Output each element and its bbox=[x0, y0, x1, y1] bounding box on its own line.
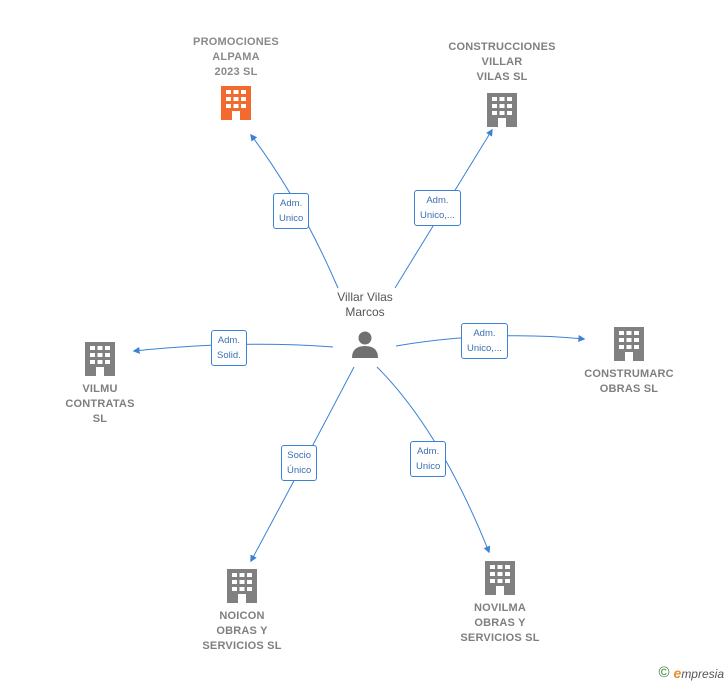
company-name: VILMU CONTRATAS SL bbox=[65, 383, 135, 425]
building-icon bbox=[85, 342, 115, 376]
edge-label-noicon: Socio Único bbox=[281, 445, 318, 481]
company-name: PROMOCIONES ALPAMA 2023 SL bbox=[193, 36, 279, 78]
company-name: NOVILMA OBRAS Y SERVICIOS SL bbox=[460, 602, 540, 644]
building-icon bbox=[485, 561, 515, 595]
company-name: CONSTRUMARC OBRAS SL bbox=[584, 368, 674, 395]
edge-label-construcciones: Adm. Unico,... bbox=[414, 190, 461, 226]
brand-logo: empresia bbox=[673, 664, 724, 681]
footer-brand: © empresia bbox=[658, 664, 724, 681]
building-icon bbox=[227, 569, 257, 603]
person-node[interactable]: Villar Vilas Marcos bbox=[315, 290, 415, 363]
company-vilmu-contratas[interactable]: VILMU CONTRATAS SL bbox=[50, 342, 150, 427]
company-name: NOICON OBRAS Y SERVICIOS SL bbox=[202, 610, 282, 652]
company-name: CONSTRUCCIONES VILLAR VILAS SL bbox=[448, 41, 556, 83]
building-icon bbox=[487, 93, 517, 127]
edge-label-vilmu: Adm. Solid. bbox=[211, 330, 247, 366]
company-promociones-alpama[interactable]: PROMOCIONES ALPAMA 2023 SL bbox=[176, 35, 296, 120]
building-icon bbox=[221, 86, 251, 120]
edge-label-promociones: Adm. Unico bbox=[273, 193, 310, 229]
company-noicon-obras[interactable]: NOICON OBRAS Y SERVICIOS SL bbox=[187, 569, 297, 654]
company-novilma-obras[interactable]: NOVILMA OBRAS Y SERVICIOS SL bbox=[445, 561, 555, 646]
copyright-icon: © bbox=[658, 664, 670, 681]
person-name: Villar Vilas Marcos bbox=[337, 290, 393, 319]
edge-label-novilma: Adm. Unico bbox=[410, 441, 447, 477]
person-icon bbox=[351, 330, 379, 363]
edge-label-construmarc: Adm. Unico,... bbox=[461, 323, 508, 359]
company-construmarc-obras[interactable]: CONSTRUMARC OBRAS SL bbox=[574, 327, 684, 397]
company-construcciones-villar-vilas[interactable]: CONSTRUCCIONES VILLAR VILAS SL bbox=[437, 40, 567, 127]
building-icon bbox=[614, 327, 644, 361]
